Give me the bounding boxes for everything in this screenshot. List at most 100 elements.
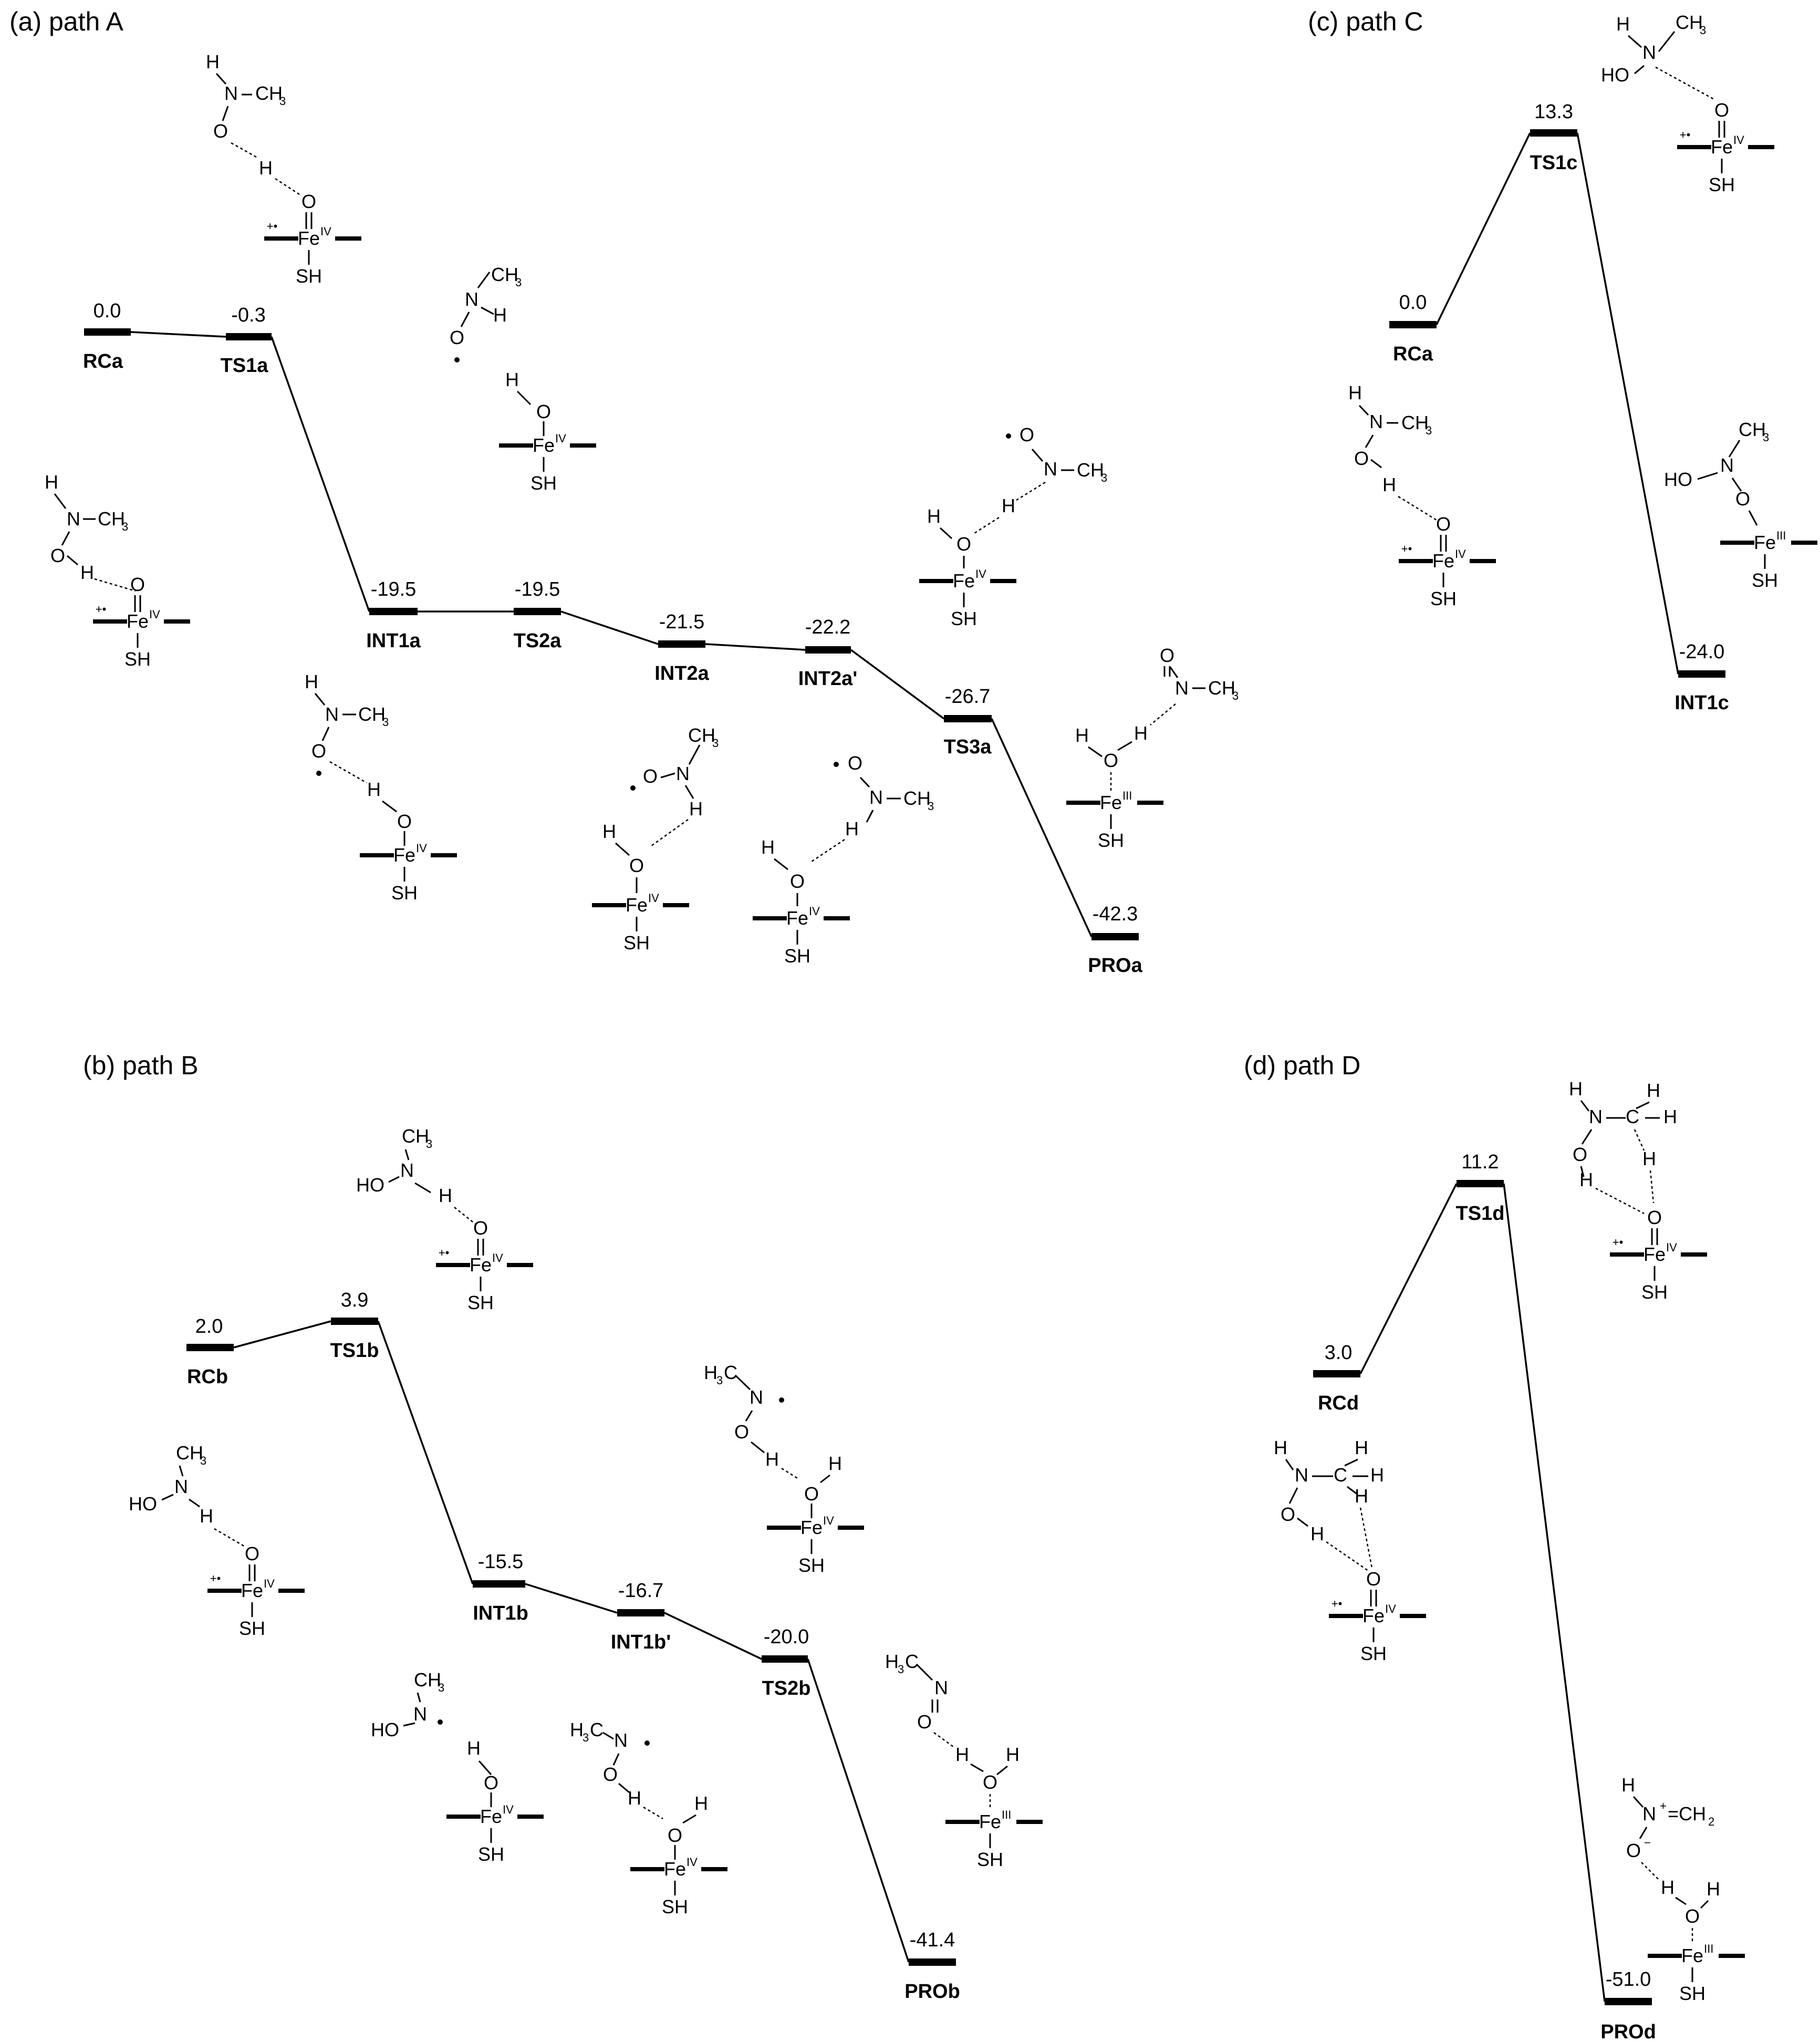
- atom-label: SH: [531, 472, 557, 494]
- bond: [939, 527, 953, 540]
- atom-label: N: [1642, 1803, 1656, 1825]
- oxidation-state: III: [1122, 789, 1132, 802]
- energy-TS3a: -26.7: [945, 686, 991, 708]
- label-RCd: RCd: [1318, 1392, 1359, 1414]
- bond: [618, 1782, 630, 1794]
- bond: [314, 693, 326, 706]
- atom-label: SH: [784, 945, 810, 967]
- bond: [996, 1765, 1008, 1776]
- label-INT2a-prime: INT2a': [798, 668, 858, 690]
- connector: [233, 1320, 331, 1349]
- atom-label: H: [439, 1185, 452, 1206]
- bond: [1370, 459, 1382, 469]
- atom-label: H: [1002, 495, 1015, 516]
- atom-label: N: [1720, 454, 1734, 476]
- atom-label: H: [259, 157, 273, 179]
- energy-RCa-c: 0.0: [1399, 292, 1427, 314]
- bond: [1581, 1129, 1593, 1145]
- atom-label: H: [305, 671, 318, 692]
- subscript: 2: [1708, 1815, 1714, 1828]
- bond: [1658, 31, 1676, 52]
- oxidation-state: IV: [416, 842, 427, 855]
- atom-label: O: [1735, 488, 1750, 510]
- atom-label: CH: [98, 508, 125, 530]
- atom-label: Fe: [626, 894, 648, 916]
- atom-label: SH: [124, 648, 151, 670]
- hydrogen-bond: [974, 516, 1000, 534]
- atom-label: O: [668, 1825, 682, 1846]
- atom-label: CH: [688, 724, 715, 746]
- bond: [1169, 667, 1179, 678]
- bond: [417, 1692, 421, 1703]
- bond: [615, 842, 630, 856]
- hydrogen-bond: [1634, 1129, 1645, 1151]
- energy-RCd: 3.0: [1325, 1342, 1353, 1364]
- connector: [525, 1583, 618, 1614]
- connector: [807, 1659, 910, 1963]
- bond: [321, 727, 330, 741]
- atom-label: H: [1616, 13, 1630, 35]
- energy-INT2a: -21.5: [659, 611, 705, 633]
- subscript: 3: [583, 1731, 589, 1744]
- atom-label: C: [1334, 1464, 1347, 1486]
- atom-label: O: [603, 1764, 618, 1785]
- atom-label: O: [311, 740, 326, 762]
- label-INT1b: INT1b: [473, 1602, 528, 1624]
- subscript: 3: [200, 1454, 206, 1467]
- atom-label: Fe: [393, 844, 415, 866]
- radical-cation-mark: +•: [1613, 1236, 1624, 1249]
- label-RCb: RCb: [187, 1366, 228, 1388]
- panel-d-profile: 3.0 11.2 -51.0 RCd TS1d PROd: [1313, 1151, 1656, 2042]
- atom-label: O: [848, 752, 862, 774]
- bond: [1031, 449, 1044, 462]
- panel-a-profile: 0.0 -0.3 -19.5 -19.5 -21.5 -22.2 -26.7 -…: [83, 300, 1143, 977]
- radical-cation-mark: +•: [439, 1246, 450, 1259]
- atom-label: CH: [1401, 412, 1429, 433]
- atom-label: O: [484, 1772, 498, 1794]
- label-TS2a: TS2a: [514, 630, 562, 652]
- panel-title-b: (b) path B: [83, 1051, 199, 1080]
- bond: [682, 1814, 696, 1824]
- atom-label: N: [1295, 1464, 1308, 1486]
- atom-label: SH: [1752, 569, 1778, 591]
- atom-label: CH: [903, 787, 931, 809]
- radical-dot: [630, 785, 636, 791]
- energy-INT1a: -19.5: [371, 578, 417, 600]
- oxidation-state: IV: [1666, 1241, 1677, 1254]
- atom-label: Fe: [1754, 532, 1776, 553]
- bond: [189, 1498, 200, 1508]
- atom-label: Fe: [1644, 1243, 1666, 1265]
- atom-label: CH: [402, 1125, 429, 1147]
- atom-label: H: [1311, 1523, 1324, 1545]
- bond: [1580, 1100, 1590, 1112]
- radical-dot: [834, 762, 839, 767]
- bond: [460, 312, 470, 327]
- atom-label: O: [536, 401, 551, 422]
- subscript: 3: [928, 800, 934, 813]
- oxidation-state: IV: [975, 567, 986, 581]
- bond: [751, 1441, 765, 1454]
- label-INT1a: INT1a: [366, 630, 421, 652]
- bond: [179, 1465, 184, 1477]
- label-INT2a: INT2a: [654, 662, 709, 685]
- atom-label: O: [1281, 1504, 1295, 1525]
- bond: [745, 1410, 753, 1422]
- atom-label: CH: [1208, 677, 1235, 699]
- radical-cation-mark: +•: [96, 603, 107, 616]
- atom-label: CH: [1676, 12, 1703, 33]
- atom-label: Fe: [664, 1858, 686, 1880]
- atom-label: C: [1626, 1106, 1639, 1127]
- bond: [61, 531, 70, 546]
- atom-label: N: [1589, 1106, 1603, 1127]
- bond: [774, 858, 788, 870]
- bond: [602, 1732, 614, 1740]
- bond: [970, 1763, 984, 1773]
- bond: [1632, 1796, 1644, 1808]
- atom-label: SH: [391, 882, 418, 904]
- panel-b-profile: 2.0 3.9 -15.5 -16.7 -20.0 -41.4 RCb TS1b…: [186, 1289, 960, 2003]
- atom-label: H: [1642, 1148, 1656, 1169]
- atom-label: Fe: [1711, 136, 1733, 158]
- oxidation-state: IV: [492, 1251, 503, 1264]
